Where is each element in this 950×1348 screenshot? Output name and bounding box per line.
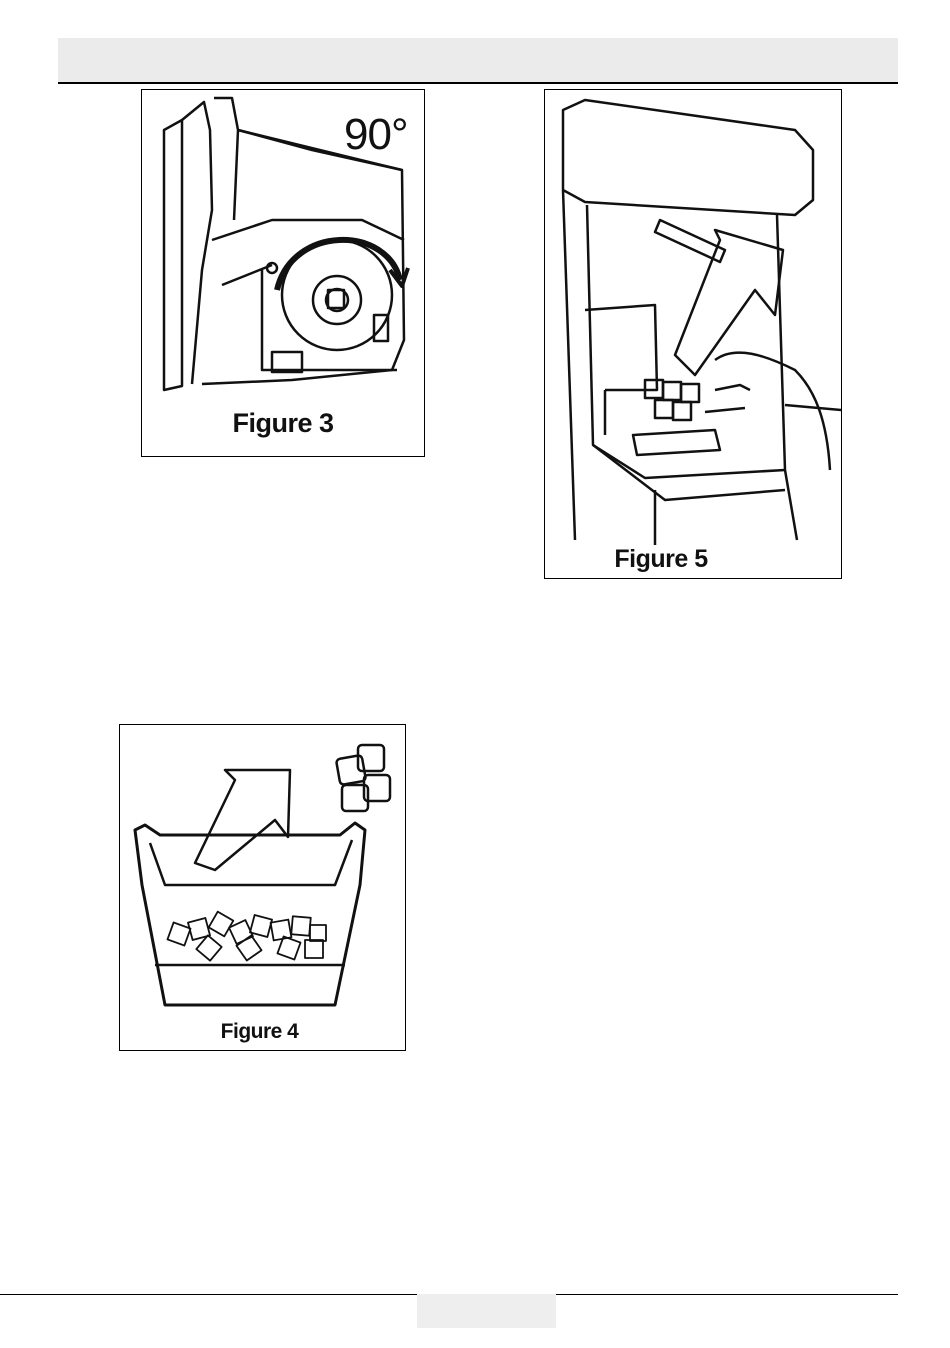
figure-4-panel: Figure 4 <box>119 724 406 1051</box>
ice-bucket-illustration <box>120 725 405 1050</box>
page-number-tab <box>417 1294 556 1328</box>
figure-5-panel: Figure 5 <box>544 89 842 579</box>
figure-3-panel: 90° Figure 3 <box>141 89 425 457</box>
rotation-angle-label: 90° <box>344 110 408 160</box>
figure-4-caption: Figure 4 <box>114 1020 405 1044</box>
header-bar <box>58 38 898 84</box>
dispenser-ice-removal-illustration <box>545 90 841 578</box>
figure-3-caption: Figure 3 <box>142 408 424 439</box>
figure-5-caption: Figure 5 <box>481 545 841 574</box>
